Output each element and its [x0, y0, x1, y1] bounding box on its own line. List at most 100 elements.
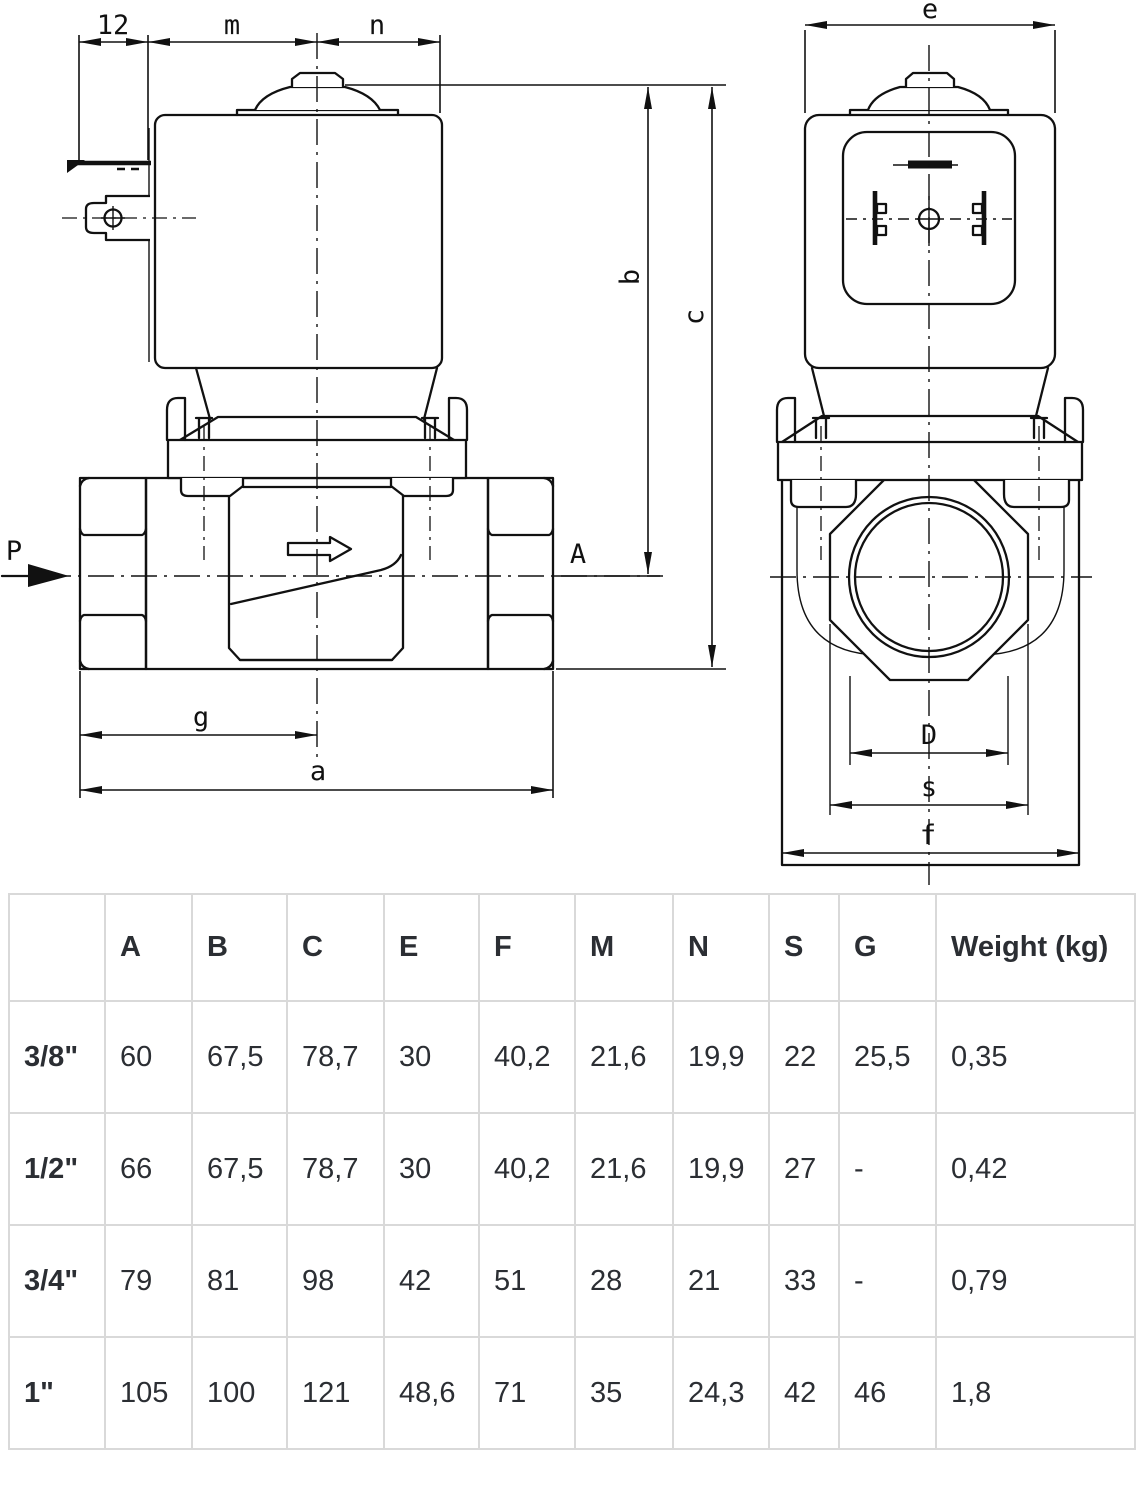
dimension-value-cell: 100 — [191, 1336, 288, 1450]
column-header-G: G — [838, 893, 937, 1002]
dim-label-f: f — [920, 820, 936, 851]
port-label-outlet: A — [570, 539, 586, 570]
mounting-bracket — [67, 160, 151, 173]
dim-s: s — [830, 772, 1028, 809]
column-header-B: B — [191, 893, 288, 1002]
dim-label-m: m — [224, 10, 240, 41]
dimension-value-cell: 60 — [104, 1000, 193, 1114]
row-label: 1/2" — [8, 1112, 106, 1226]
dimension-value-cell: 40,2 — [478, 1112, 576, 1226]
end-body-outline — [780, 478, 1081, 867]
dimension-value-cell: 67,5 — [191, 1000, 288, 1114]
dimension-value-cell: 0,42 — [935, 1112, 1136, 1226]
bonnet-tab-front-right — [1002, 480, 1071, 509]
dimension-value-cell: 40,2 — [478, 1000, 576, 1114]
dimension-value-cell: 25,5 — [838, 1000, 937, 1114]
column-header-Weight (kg): Weight (kg) — [935, 893, 1136, 1002]
inlet-flow-arrow — [0, 564, 69, 587]
dim-D: D — [850, 720, 1008, 757]
dimension-value-cell: 21 — [672, 1224, 770, 1338]
dimension-value-cell: 30 — [383, 1000, 480, 1114]
column-header-S: S — [768, 893, 840, 1002]
spring-clip-left — [165, 396, 187, 442]
dimension-value-cell: - — [838, 1224, 937, 1338]
dimension-value-cell: 67,5 — [191, 1112, 288, 1226]
dimension-value-cell: 105 — [104, 1336, 193, 1450]
dimension-value-cell: 78,7 — [286, 1000, 385, 1114]
dimension-value-cell: 28 — [574, 1224, 674, 1338]
column-header-N: N — [672, 893, 770, 1002]
column-header-A: A — [104, 893, 193, 1002]
body-shoulder-right — [983, 497, 1065, 656]
dimension-value-cell: 22 — [768, 1000, 840, 1114]
dim-label-g: g — [193, 702, 209, 733]
body-shoulder-left — [796, 497, 878, 656]
row-label: 3/8" — [8, 1000, 106, 1114]
connector-pin-right — [971, 191, 987, 245]
dimension-value-cell: 0,79 — [935, 1224, 1136, 1338]
dim-heights: b c — [345, 84, 726, 670]
column-header-C: C — [286, 893, 385, 1002]
dimension-value-cell: 42 — [768, 1336, 840, 1450]
dimension-value-cell: 21,6 — [574, 1112, 674, 1226]
dimension-value-cell: 21,6 — [574, 1000, 674, 1114]
flow-direction-arrow — [286, 535, 353, 563]
column-header-F: F — [478, 893, 576, 1002]
dimension-value-cell: 24,3 — [672, 1336, 770, 1450]
valve-bonnet-front — [775, 366, 1085, 509]
valve-internal-cavity — [227, 490, 405, 662]
spring-clip-front-left — [775, 396, 797, 444]
connector-key-slot — [908, 160, 952, 169]
dimension-value-cell: 98 — [286, 1224, 385, 1338]
dim-label-D: D — [921, 720, 937, 751]
bonnet-tab-right — [389, 478, 455, 498]
dimension-value-cell: 30 — [383, 1112, 480, 1226]
connector-pin-left — [872, 191, 888, 245]
dimension-value-cell: 51 — [478, 1224, 576, 1338]
dim-label-e: e — [922, 0, 938, 25]
dimension-value-cell: 27 — [768, 1112, 840, 1226]
outlet-hex-fitting — [486, 476, 555, 671]
dim-label-b: b — [615, 269, 646, 285]
dimension-value-cell: 46 — [838, 1336, 937, 1450]
port-label-inlet: P — [6, 536, 22, 567]
spring-clip-front-right — [1063, 396, 1085, 444]
bonnet-tab-left — [179, 478, 245, 498]
dim-label-a: a — [310, 756, 326, 787]
dimension-value-cell: 71 — [478, 1336, 576, 1450]
dimension-value-cell: - — [838, 1112, 937, 1226]
diaphragm-seat-line — [229, 553, 403, 606]
column-header-E: E — [383, 893, 480, 1002]
side-view: P A 12 m n b — [0, 10, 726, 798]
solenoid-coil — [153, 113, 444, 370]
dim-f: f — [782, 820, 1079, 857]
dimension-value-cell: 35 — [574, 1336, 674, 1450]
dimension-value-cell: 81 — [191, 1224, 288, 1338]
dim-e: e — [804, 0, 1056, 113]
end-view: e D s f — [770, 0, 1092, 885]
cable-connector — [62, 194, 196, 242]
column-header-M: M — [574, 893, 674, 1002]
valve-technical-drawing: P A 12 m n b — [0, 0, 1092, 885]
dimension-value-cell: 42 — [383, 1224, 480, 1338]
dimension-value-cell: 0,35 — [935, 1000, 1136, 1114]
bonnet-tab-front-left — [789, 480, 858, 509]
dimension-value-cell: 78,7 — [286, 1112, 385, 1226]
inlet-hex-fitting — [78, 476, 148, 671]
row-label: 3/4" — [8, 1224, 106, 1338]
dimension-value-cell: 66 — [104, 1112, 193, 1226]
dim-lengths: g a — [79, 671, 554, 798]
dim-top-chain: 12 m n — [78, 10, 441, 162]
dimension-value-cell: 48,6 — [383, 1336, 480, 1450]
dimension-value-cell: 33 — [768, 1224, 840, 1338]
dim-label-c: c — [679, 309, 710, 325]
dimension-value-cell: 1,8 — [935, 1336, 1136, 1450]
dimension-value-cell: 79 — [104, 1224, 193, 1338]
